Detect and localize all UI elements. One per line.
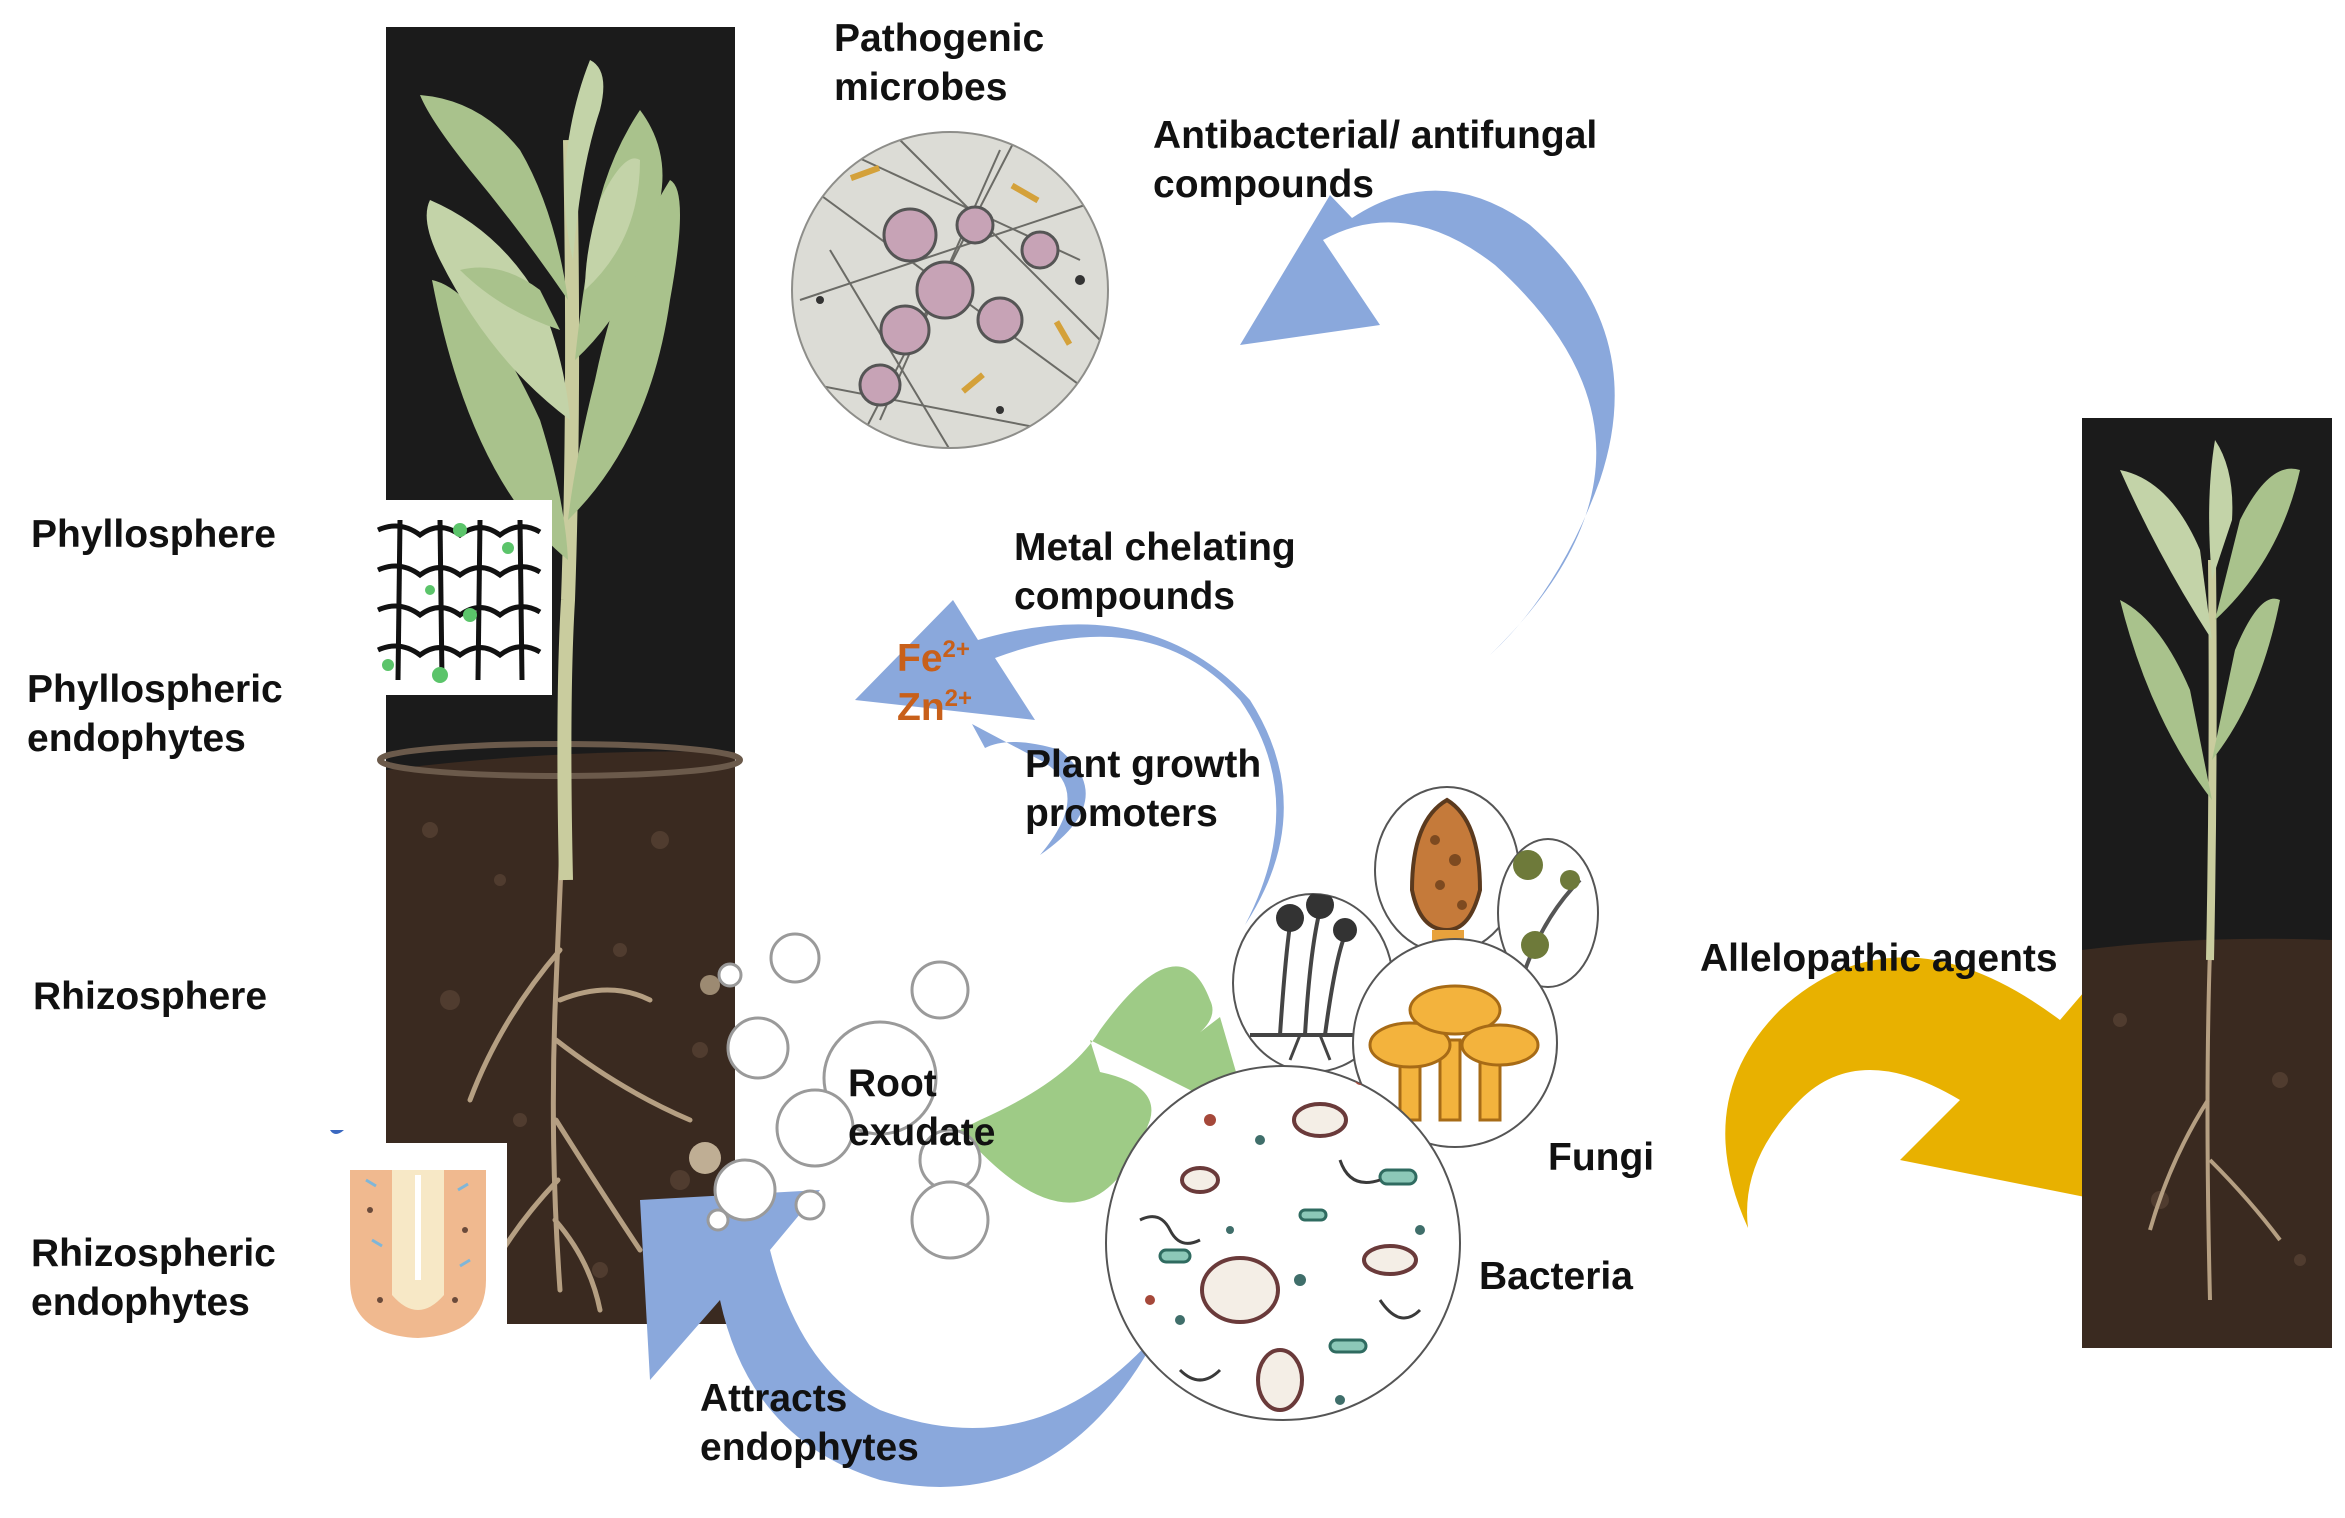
arrow-root-exudate <box>960 966 1250 1203</box>
label-bacteria: Bacteria <box>1479 1252 1633 1301</box>
label-line: Antibacterial/ antifungal <box>1153 114 1598 157</box>
plant-stem <box>557 139 580 881</box>
label-line: Bacteria <box>1479 1255 1633 1298</box>
bacteria-illustrations <box>1105 1065 1461 1421</box>
label-line: Phyllosphere <box>31 513 276 556</box>
arrow-allelopathic <box>1725 957 2100 1228</box>
label-line: Rhizosphere <box>33 975 268 1018</box>
label-line: Rhizospheric <box>31 1232 276 1275</box>
label-line: Phyllospheric <box>27 668 283 711</box>
label-plant-growth-promoters: Plant growth promoters <box>1025 740 1261 838</box>
label-metal-chelating: Metal chelating compounds <box>1014 523 1296 621</box>
label-line: exudate <box>848 1111 996 1154</box>
label-line: compounds <box>1014 575 1235 618</box>
label-line: Zn <box>897 686 945 729</box>
pebble <box>689 1142 721 1174</box>
label-root-exudate: Root exudate <box>848 1059 995 1157</box>
label-antibacterial-antifungal: Antibacterial/ antifungal compounds <box>1153 111 1597 209</box>
root-tip-inset <box>328 1130 507 1348</box>
label-line: endophytes <box>27 717 246 760</box>
label-phyllosphere: Phyllosphere <box>31 510 276 559</box>
label-line: Fe <box>897 637 943 680</box>
label-fungi: Fungi <box>1548 1133 1654 1182</box>
charge-superscript: 2+ <box>942 636 970 663</box>
label-line: Fungi <box>1548 1136 1655 1179</box>
label-line: Plant growth <box>1025 743 1262 786</box>
leaf-cell-inset <box>371 500 552 695</box>
label-line: endophytes <box>700 1426 919 1469</box>
label-attracts-endophytes: Attracts endophytes <box>700 1374 919 1472</box>
label-line: Allelopathic agents <box>1700 937 2058 980</box>
pathogenic-microbes-micrograph <box>791 131 1109 449</box>
label-line: Attracts <box>700 1377 848 1420</box>
label-iron-ion: Fe2+ <box>897 634 970 683</box>
label-pathogenic-microbes: Pathogenic microbes <box>834 14 1044 112</box>
pebble <box>700 975 720 995</box>
root-exudate-bubbles <box>706 932 990 1260</box>
label-allelopathic-agents: Allelopathic agents <box>1700 934 2058 983</box>
arrow-plant-growth <box>972 724 1086 855</box>
label-zinc-ion: Zn2+ <box>897 683 972 732</box>
allelopathy-target-plant-photo <box>2082 418 2332 1348</box>
label-line: compounds <box>1153 163 1374 206</box>
arrow-antibacterial <box>1240 190 1615 656</box>
charge-superscript: 2+ <box>944 685 973 712</box>
label-line: endophytes <box>31 1281 250 1324</box>
label-rhizosphere: Rhizosphere <box>33 972 267 1021</box>
label-line: Metal chelating <box>1014 526 1296 569</box>
label-line: Root <box>848 1062 937 1105</box>
label-phyllospheric-endophytes: Phyllospheric endophytes <box>27 665 283 763</box>
label-rhizospheric-endophytes: Rhizospheric endophytes <box>31 1229 276 1327</box>
label-line: promoters <box>1025 792 1218 835</box>
arrow-metal-chelating <box>855 600 1284 925</box>
plant-leaves <box>420 60 680 560</box>
arrow-attracts-endophytes <box>640 1190 1160 1487</box>
label-line: microbes <box>834 66 1008 109</box>
label-line: Pathogenic <box>834 17 1045 60</box>
fungi-illustrations <box>1232 786 1599 1148</box>
